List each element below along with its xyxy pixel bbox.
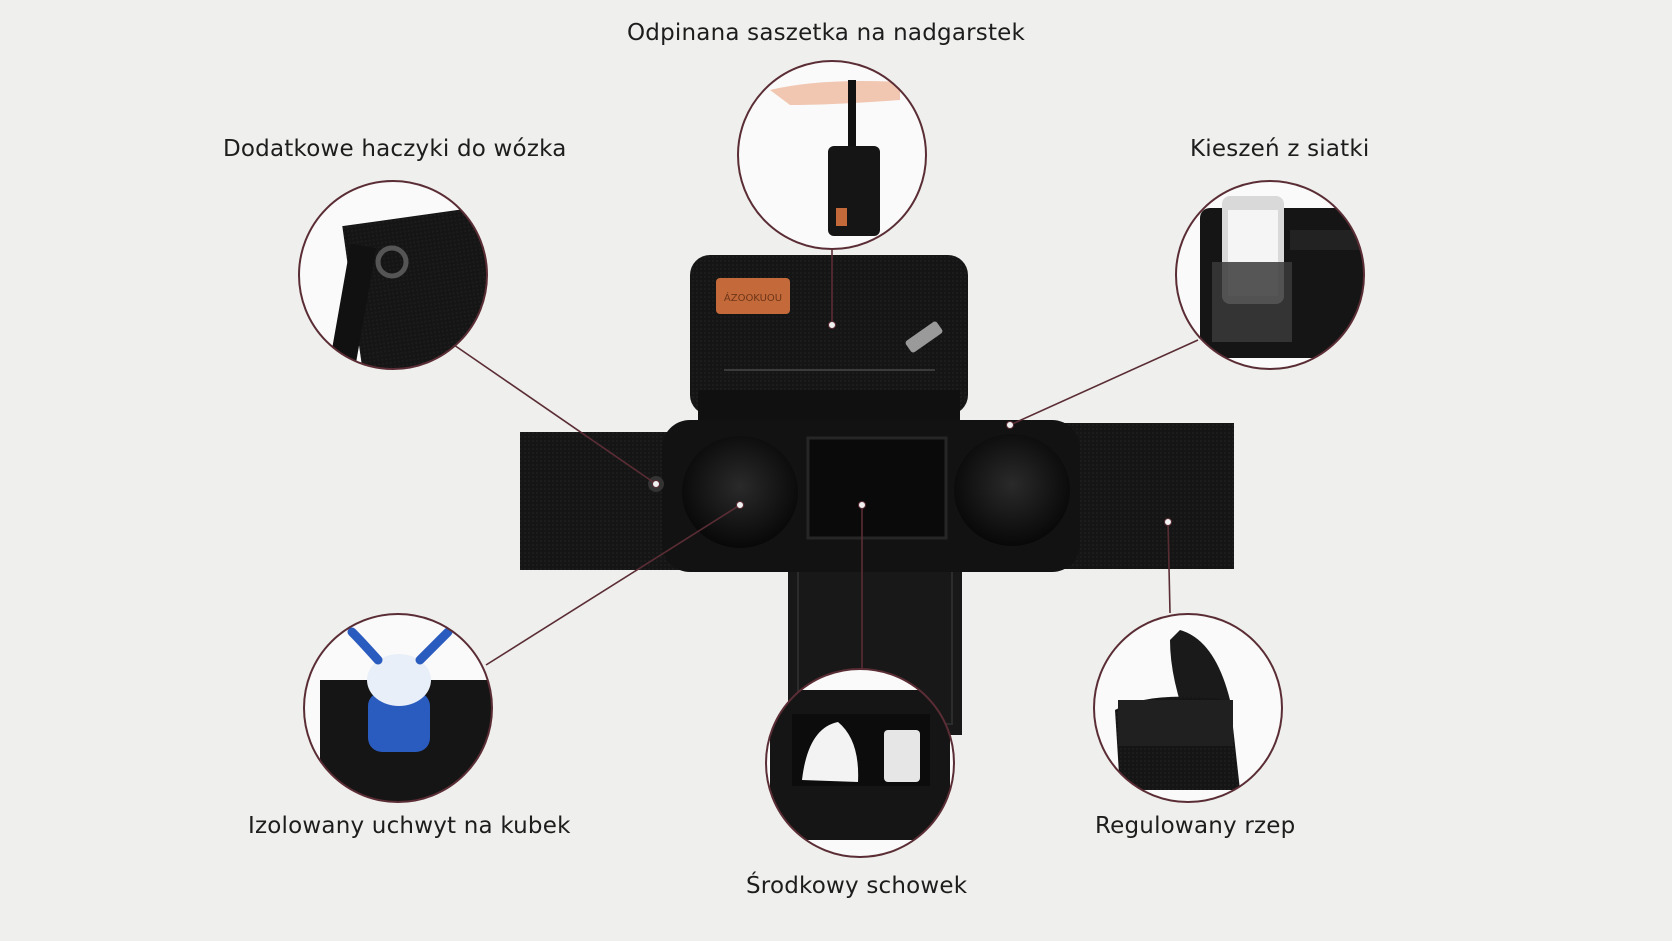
callout-cup-holder <box>303 613 493 803</box>
left-strap <box>520 432 680 570</box>
organizer-bag: ÁZOOKUOU <box>520 255 1234 735</box>
svg-text:ÁZOOKUOU: ÁZOOKUOU <box>724 291 782 304</box>
anchor-dots <box>652 321 1172 526</box>
callout-wrist-pouch <box>737 60 927 250</box>
callout-hooks <box>298 180 488 370</box>
right-strap <box>1058 423 1234 569</box>
label-mesh-pocket: Kieszeń z siatki <box>1190 136 1370 162</box>
brand-patch <box>716 278 790 314</box>
leader-lines <box>453 250 1199 671</box>
callout-velcro <box>1093 613 1283 803</box>
label-cup-holder: Izolowany uchwyt na kubek <box>248 813 571 839</box>
cup-hole-right <box>954 434 1070 546</box>
label-center-storage: Środkowy schowek <box>746 873 968 899</box>
callout-mesh-pocket <box>1175 180 1365 370</box>
label-wrist-pouch: Odpinana saszetka na nadgarstek <box>627 20 1026 46</box>
callout-center-storage <box>765 668 955 858</box>
label-velcro: Regulowany rzep <box>1095 813 1296 839</box>
center-compartment <box>806 436 948 540</box>
label-hooks: Dodatkowe haczyki do wózka <box>223 136 567 162</box>
cup-hole-left <box>682 436 798 548</box>
